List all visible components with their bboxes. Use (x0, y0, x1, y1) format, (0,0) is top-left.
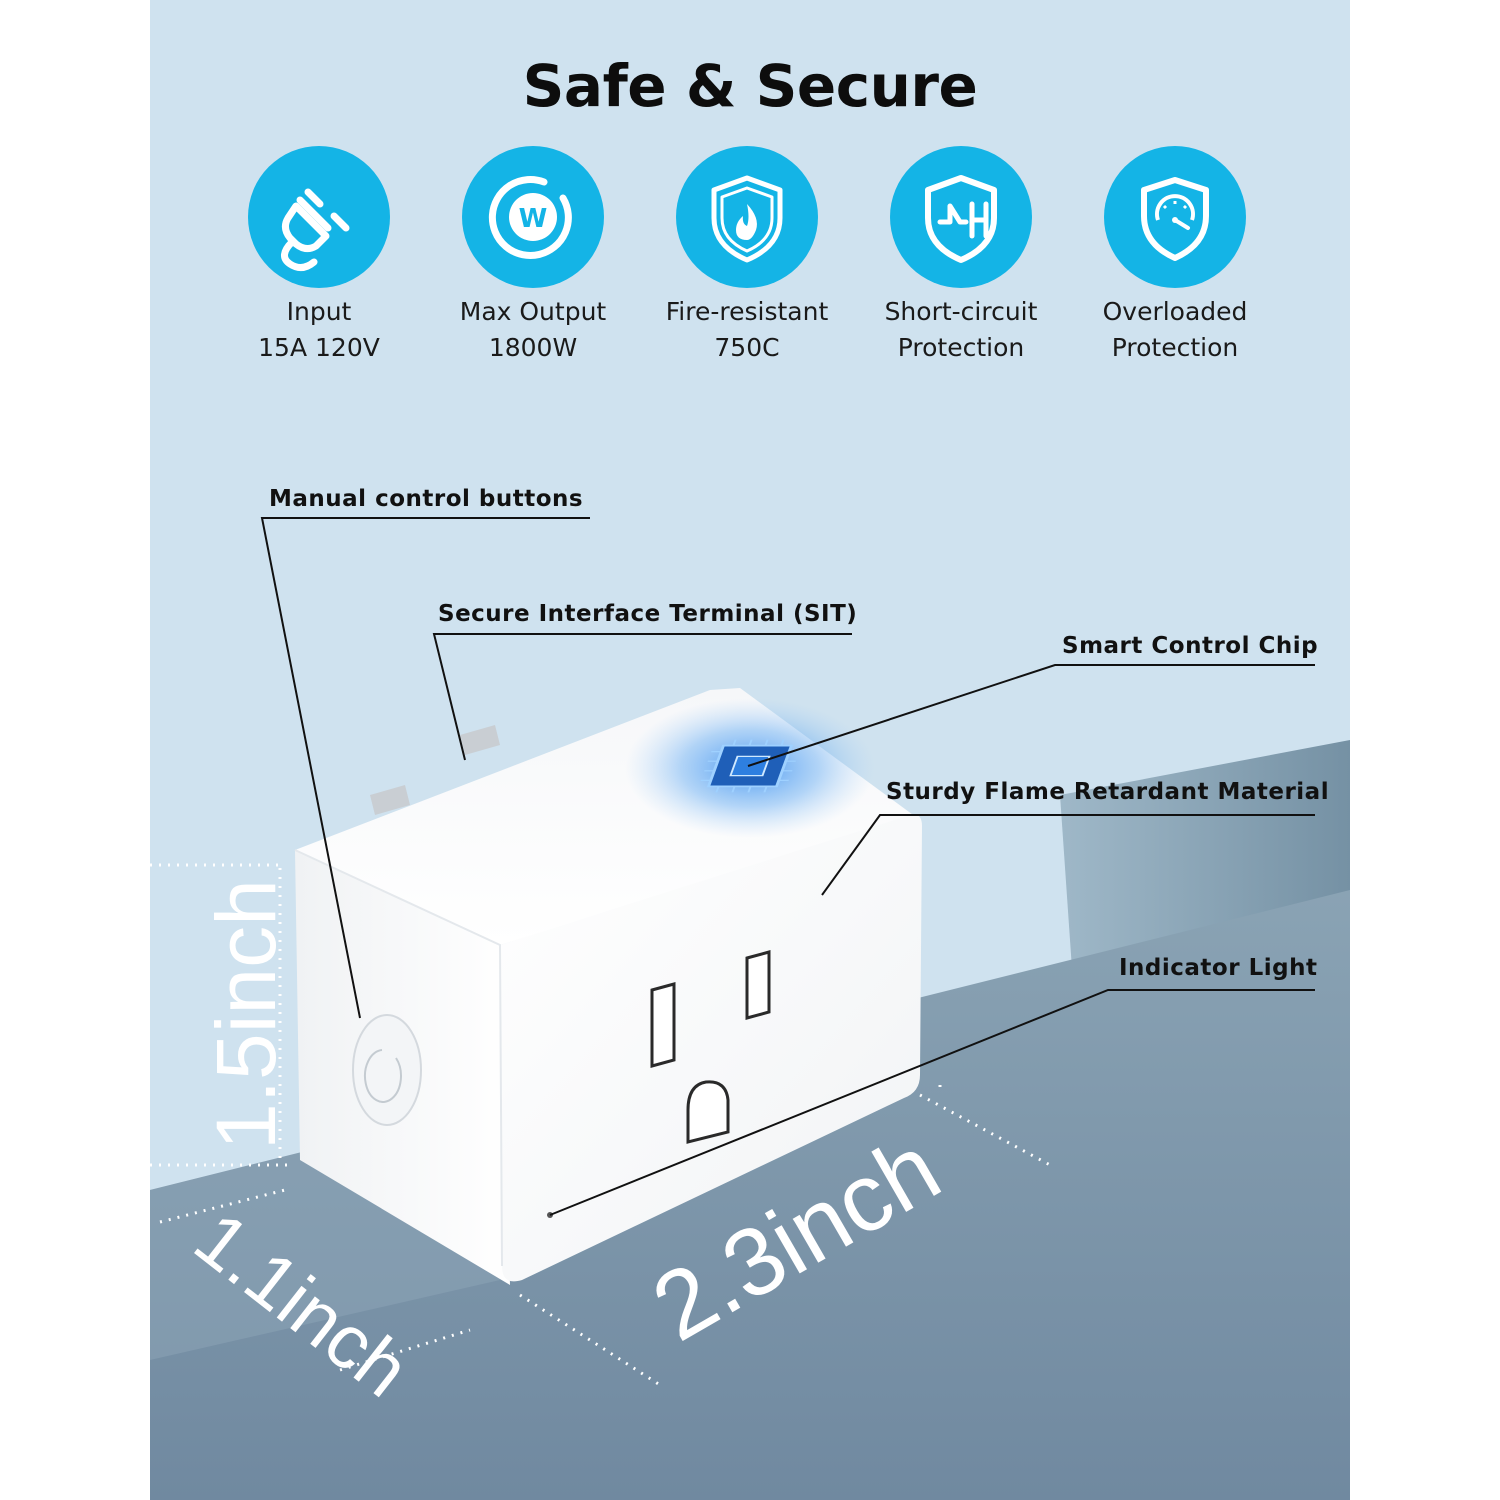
scene-illustration (150, 517, 1350, 1500)
feature-line1: Max Output (459, 297, 607, 326)
feature-input: Input 15A 120V (209, 146, 429, 366)
feature-line2: 15A 120V (258, 333, 380, 362)
prong-bottom (370, 785, 410, 815)
watt-icon: W (488, 175, 572, 259)
feature-line1: Fire-resistant (665, 297, 829, 326)
feature-line1: Short-circuit (884, 297, 1038, 326)
callout-flame-retardant-material: Sturdy Flame Retardant Material (886, 779, 1330, 805)
feature-overload: Overloaded Protection (1065, 146, 1285, 366)
feature-circle: W (462, 146, 604, 288)
feature-line2: Protection (1111, 333, 1239, 362)
feature-circle (1104, 146, 1246, 288)
dimension-height: 1.5inch (199, 879, 293, 1150)
outlet-ground-hole (686, 1080, 730, 1144)
circuit-shield-icon (925, 175, 997, 263)
feature-fire-resistant: Fire-resistant 750C (637, 146, 857, 366)
feature-line2: Protection (897, 333, 1025, 362)
fire-shield-icon (711, 175, 783, 263)
prong-top (460, 725, 500, 755)
dimension-guides (150, 863, 1051, 1387)
feature-line1: Input (286, 297, 352, 326)
feature-short-circuit: Short-circuit Protection (851, 146, 1071, 366)
feature-line1: Overloaded (1102, 297, 1248, 326)
callout-lines (260, 517, 1315, 1216)
svg-text:W: W (519, 204, 548, 234)
feature-circle (248, 146, 390, 288)
feature-line2: 750C (714, 333, 780, 362)
manual-control-button (352, 1014, 422, 1126)
callout-smart-control-chip: Smart Control Chip (1062, 633, 1319, 659)
plug-icon (281, 188, 350, 271)
outlet-slot-right (745, 950, 771, 1020)
feature-circle (676, 146, 818, 288)
callout-indicator-light: Indicator Light (1119, 955, 1318, 981)
page-title: Safe & Secure (522, 52, 978, 120)
feature-circle (890, 146, 1032, 288)
outlet-slot-left (650, 982, 676, 1068)
product-infographic: Safe & Secure Input 15A 120V W (150, 0, 1350, 1500)
feature-line2: 1800W (488, 333, 578, 362)
feature-max-output: W Max Output 1800W (423, 146, 643, 366)
callout-secure-interface-terminal: Secure Interface Terminal (SIT) (438, 601, 858, 627)
plug-front-face (500, 814, 922, 1282)
callout-manual-control-buttons: Manual control buttons (269, 486, 584, 512)
gauge-shield-icon (1141, 177, 1209, 261)
floor-surface (150, 890, 1350, 1500)
